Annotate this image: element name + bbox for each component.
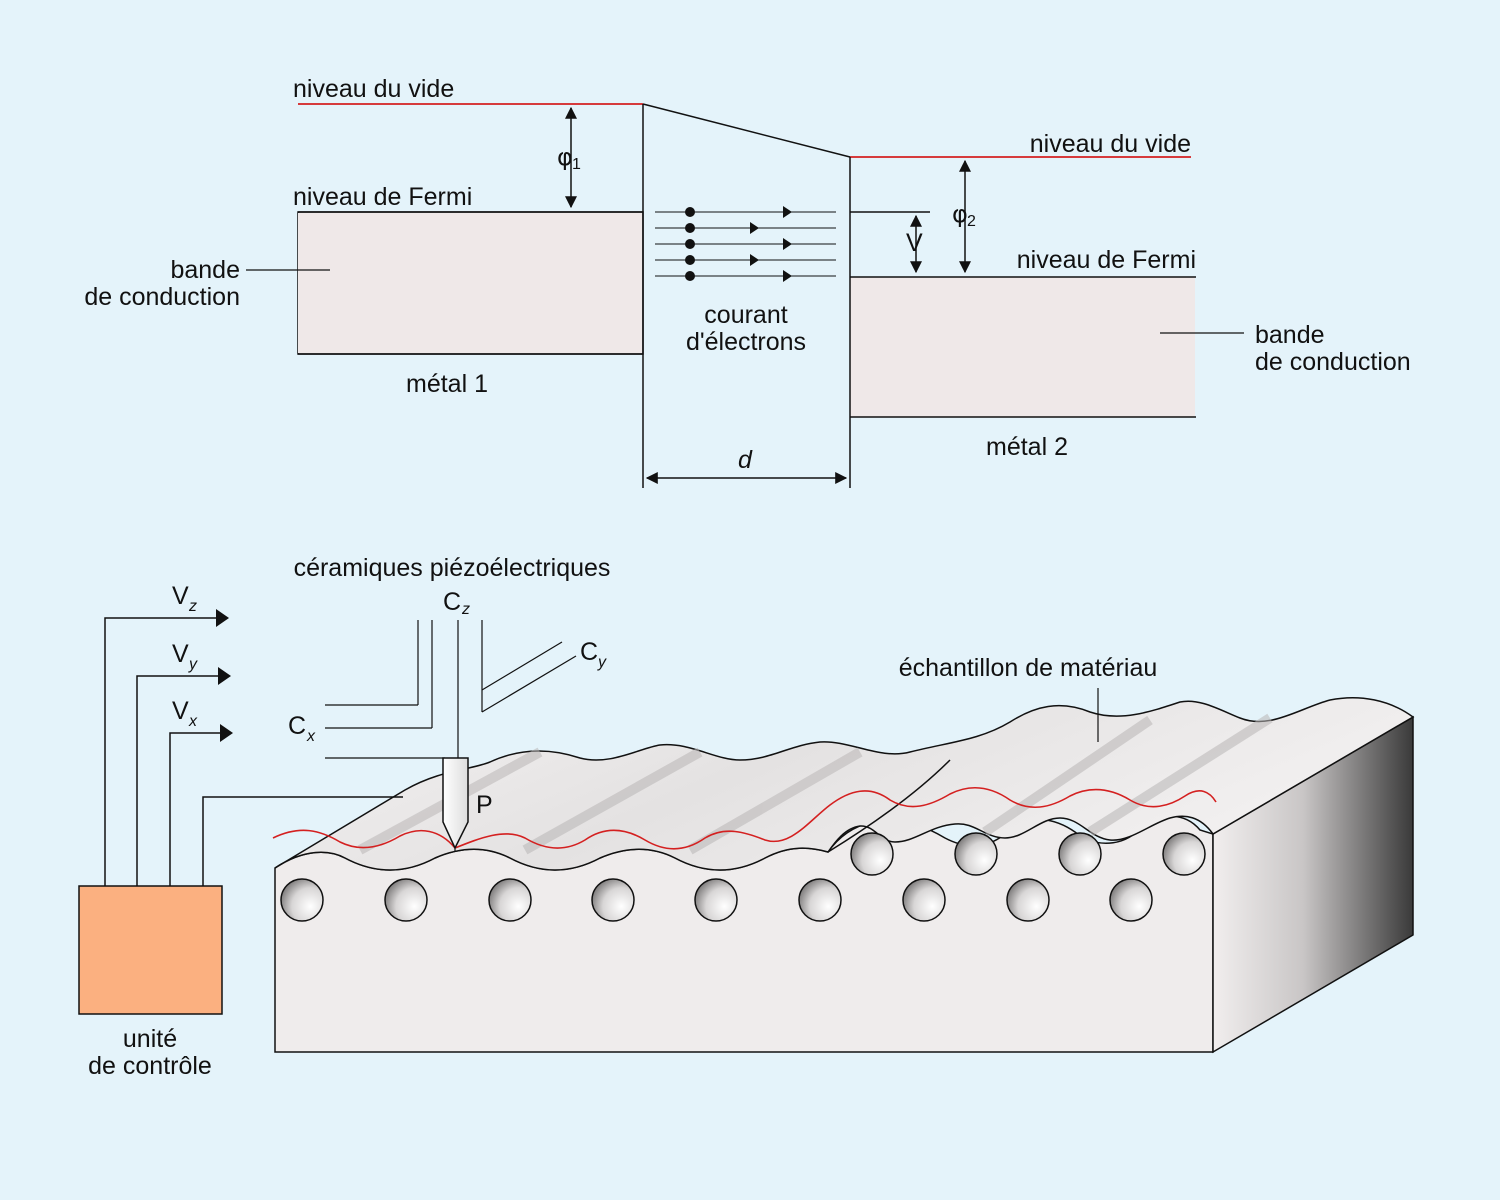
cz-subscript: z [461,601,470,618]
piezo-ceramics [325,620,577,759]
gap-label: d [738,446,753,474]
tip-trace-line [272,786,1217,850]
sample-label: échantillon de matériau [899,654,1158,682]
tip-label: P [476,791,493,819]
control-wires [104,617,403,886]
vx-label: V [172,697,189,725]
phi2-symbol: φ [952,200,968,228]
energy-diagram: niveau du vide niveau de Fermi bande de … [84,75,1411,488]
metal1-label: métal 1 [406,370,488,398]
metal2-conduction-band [850,277,1195,417]
left-vacuum-label: niveau du vide [293,75,454,103]
vz-subscript: z [188,598,197,615]
current-label-1: courant [704,301,787,329]
metal2-label: métal 2 [986,433,1068,461]
wire-arrowheads [216,609,233,742]
control-unit-label-2: de contrôle [88,1052,212,1080]
phi2-subscript: 2 [967,213,976,230]
phi1-symbol: φ [557,143,573,171]
vy-subscript: y [188,656,198,673]
right-band-label-1: bande [1255,321,1325,349]
vz-label: V [172,582,189,610]
phi1-subscript: 1 [572,156,581,173]
cy-subscript: y [597,654,607,671]
vx-subscript: x [188,713,198,730]
stm-tip [442,757,469,850]
cz-label: C [443,588,461,616]
right-vacuum-label: niveau du vide [1030,130,1191,158]
cx-subscript: x [306,728,316,745]
electron-current [655,211,836,277]
electron-dots [685,207,695,281]
piezo-title: céramiques piézoélectriques [294,554,611,582]
control-unit-label-1: unité [123,1025,177,1053]
surface-step [827,759,951,853]
cx-label: C [288,712,306,740]
stm-setup: céramiques piézoélectriques C z C y C x … [78,554,1415,1080]
current-label-2: d'électrons [686,328,806,356]
control-unit-box [78,885,223,1015]
vy-label: V [172,640,189,668]
cy-label: C [580,638,598,666]
left-band-label-1: bande [170,256,240,284]
left-band-label-2: de conduction [84,283,240,311]
voltage-label: V [906,229,923,257]
left-fermi-label: niveau de Fermi [293,183,472,211]
barrier-slope [642,103,851,158]
right-fermi-label: niveau de Fermi [1017,246,1196,274]
right-band-label-2: de conduction [1255,348,1411,376]
surface-atoms [280,832,1206,922]
current-arrowheads [750,206,792,282]
